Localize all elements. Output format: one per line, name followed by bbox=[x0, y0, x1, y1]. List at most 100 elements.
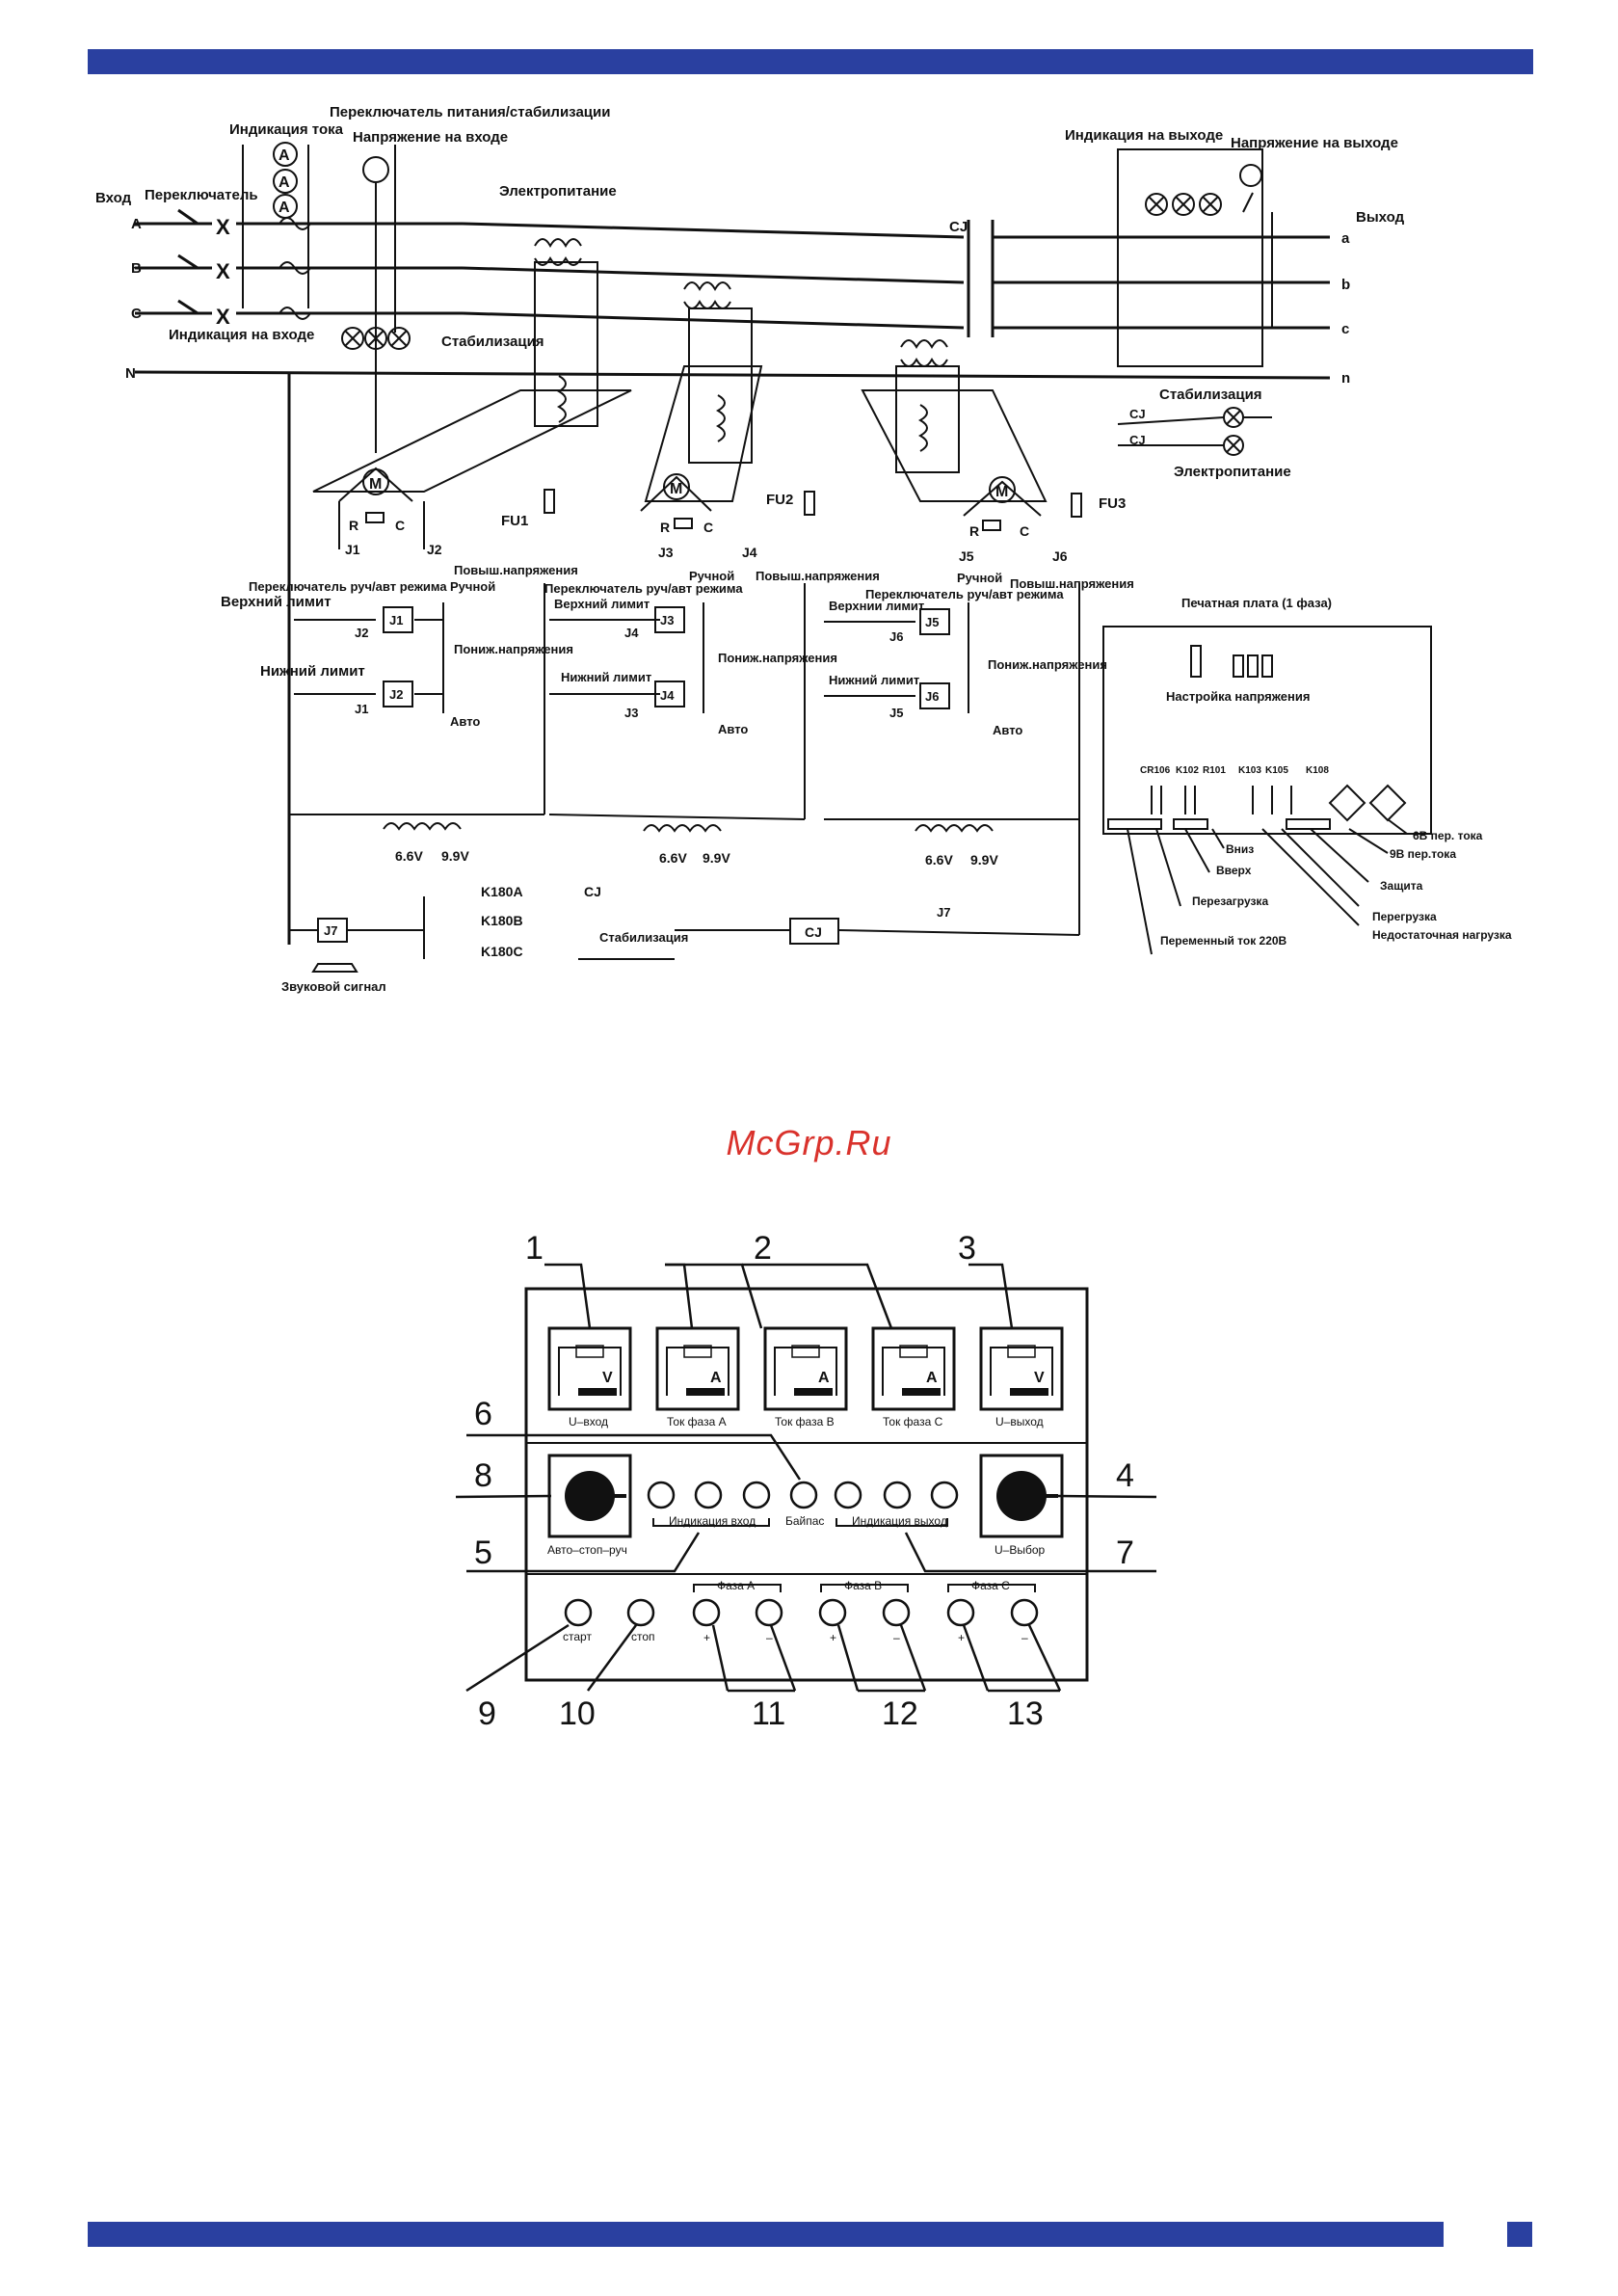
svg-text:Нижний лимит: Нижний лимит bbox=[260, 663, 365, 680]
svg-text:5: 5 bbox=[474, 1535, 492, 1571]
svg-text:9.9V: 9.9V bbox=[970, 852, 998, 868]
motor-frame-2: M R C bbox=[640, 365, 815, 535]
svg-text:J2: J2 bbox=[355, 626, 368, 640]
label-power-lamp: Электропитание bbox=[1174, 464, 1291, 480]
transformer-3 bbox=[895, 339, 960, 473]
svg-text:J5: J5 bbox=[959, 548, 974, 564]
bottom-buttons bbox=[564, 1598, 1039, 1627]
svg-text:CJ: CJ bbox=[584, 884, 601, 899]
svg-text:J2: J2 bbox=[427, 542, 442, 557]
svg-text:Перезагрузка: Перезагрузка bbox=[1192, 894, 1268, 908]
svg-text:J3: J3 bbox=[658, 545, 674, 560]
svg-text:FU1: FU1 bbox=[501, 513, 528, 529]
label-output-indication: Индикация на выходе bbox=[1065, 127, 1223, 144]
svg-text:B: B bbox=[131, 260, 142, 277]
svg-text:N: N bbox=[125, 365, 136, 382]
circuit-diagram: X X X A A A bbox=[95, 104, 1512, 994]
svg-text:3: 3 bbox=[958, 1230, 976, 1267]
svg-text:Звуковой сигнал: Звуковой сигнал bbox=[281, 979, 386, 994]
svg-text:Нижний лимит: Нижний лимит bbox=[561, 670, 651, 684]
svg-text:U–вход: U–вход bbox=[569, 1415, 608, 1428]
svg-text:a: a bbox=[1341, 230, 1350, 247]
svg-text:Фаза В: Фаза В bbox=[844, 1579, 882, 1592]
svg-text:A: A bbox=[279, 174, 290, 191]
svg-text:CJ: CJ bbox=[949, 219, 968, 235]
label-stop: стоп bbox=[631, 1630, 655, 1643]
control-section-1 bbox=[289, 583, 545, 815]
svg-text:Пониж.напряжения: Пониж.напряжения bbox=[718, 651, 837, 665]
svg-text:R: R bbox=[969, 523, 979, 539]
meter-current-c: A Ток фаза С bbox=[871, 1326, 956, 1428]
svg-text:6.6V: 6.6V bbox=[395, 848, 423, 864]
svg-text:9.9V: 9.9V bbox=[441, 848, 469, 864]
callout-lines bbox=[455, 1263, 1157, 1693]
svg-text:Фаза С: Фаза С bbox=[971, 1579, 1010, 1592]
label-input-indication: Индикация на входе bbox=[169, 327, 314, 343]
svg-text:CR106: CR106 bbox=[1140, 765, 1171, 776]
svg-text:J1: J1 bbox=[355, 702, 368, 716]
svg-text:–: – bbox=[766, 1631, 773, 1644]
ammeter-group: A A A bbox=[242, 142, 309, 308]
svg-text:A: A bbox=[131, 216, 142, 232]
svg-text:Повыш.напряжения: Повыш.напряжения bbox=[756, 569, 880, 583]
svg-text:J5: J5 bbox=[889, 706, 903, 720]
svg-text:Повыш.напряжения: Повыш.напряжения bbox=[454, 563, 578, 577]
svg-text:–: – bbox=[1021, 1631, 1028, 1644]
low-voltage-coils bbox=[383, 822, 994, 833]
svg-text:4: 4 bbox=[1116, 1457, 1134, 1494]
label-stabilization: Стабилизация bbox=[441, 334, 544, 350]
svg-text:Вверх: Вверх bbox=[1216, 864, 1252, 877]
circuit-labels: Переключатель питания/стабилизации Индик… bbox=[95, 104, 1512, 994]
svg-text:Переключатель руч/авт режима: Переключатель руч/авт режима bbox=[249, 579, 447, 594]
svg-text:J3: J3 bbox=[624, 706, 638, 720]
svg-text:U–Выбор: U–Выбор bbox=[995, 1543, 1046, 1557]
svg-text:–: – bbox=[893, 1631, 900, 1644]
svg-text:Нижний лимит: Нижний лимит bbox=[829, 673, 919, 687]
svg-text:J3: J3 bbox=[660, 613, 674, 627]
svg-text:V: V bbox=[602, 1370, 613, 1386]
svg-text:FU2: FU2 bbox=[766, 492, 793, 508]
control-section-3 bbox=[824, 583, 1080, 935]
svg-text:R101: R101 bbox=[1203, 765, 1226, 776]
label-input-voltage: Напряжение на входе bbox=[353, 129, 508, 146]
svg-text:6.6V: 6.6V bbox=[925, 852, 953, 868]
svg-text:J4: J4 bbox=[660, 688, 675, 703]
svg-text:Перегрузка: Перегрузка bbox=[1372, 910, 1437, 923]
label-power-stab-switch: Переключатель питания/стабилизации bbox=[330, 104, 610, 120]
svg-text:Верхний лимит: Верхний лимит bbox=[221, 594, 332, 610]
motor-frame-3: M R C bbox=[861, 389, 1082, 539]
svg-text:Ручной: Ручной bbox=[689, 569, 734, 583]
svg-text:K105: K105 bbox=[1265, 765, 1288, 776]
svg-text:Переменный ток 220В: Переменный ток 220В bbox=[1160, 934, 1287, 948]
svg-text:C: C bbox=[1020, 523, 1029, 539]
output-indication-lamps bbox=[1117, 148, 1273, 367]
svg-text:9: 9 bbox=[478, 1695, 496, 1732]
label-start: старт bbox=[563, 1630, 592, 1643]
svg-text:Пониж.напряжения: Пониж.напряжения bbox=[454, 642, 573, 656]
svg-text:C: C bbox=[395, 518, 405, 533]
mode-knob: Авто–стоп–руч bbox=[547, 1454, 632, 1557]
svg-text:A: A bbox=[279, 147, 290, 164]
label-switch: Переключатель bbox=[145, 187, 258, 203]
label-indication-in: Индикация вход bbox=[669, 1514, 756, 1528]
svg-text:9.9V: 9.9V bbox=[703, 850, 730, 866]
svg-text:J6: J6 bbox=[1052, 548, 1068, 564]
svg-text:10: 10 bbox=[559, 1695, 596, 1732]
stab-power-lamps bbox=[1117, 407, 1272, 456]
svg-text:R: R bbox=[349, 518, 358, 533]
svg-text:K103: K103 bbox=[1238, 765, 1261, 776]
callout-numbers: 1 2 3 4 5 6 7 8 9 10 11 12 13 bbox=[474, 1230, 1134, 1732]
svg-text:J5: J5 bbox=[925, 615, 939, 629]
svg-text:X: X bbox=[216, 215, 230, 239]
svg-text:K180A: K180A bbox=[481, 884, 523, 899]
svg-text:CJ: CJ bbox=[805, 924, 822, 940]
svg-text:J7: J7 bbox=[937, 905, 950, 920]
control-section-2 bbox=[548, 583, 806, 820]
svg-text:Вниз: Вниз bbox=[1226, 842, 1254, 856]
svg-text:U–выход: U–выход bbox=[995, 1415, 1044, 1428]
svg-text:6.6V: 6.6V bbox=[659, 850, 687, 866]
svg-text:J1: J1 bbox=[389, 613, 403, 627]
svg-text:6: 6 bbox=[474, 1396, 492, 1432]
svg-text:A: A bbox=[818, 1370, 830, 1386]
meter-current-a: A Ток фаза А bbox=[655, 1326, 740, 1428]
